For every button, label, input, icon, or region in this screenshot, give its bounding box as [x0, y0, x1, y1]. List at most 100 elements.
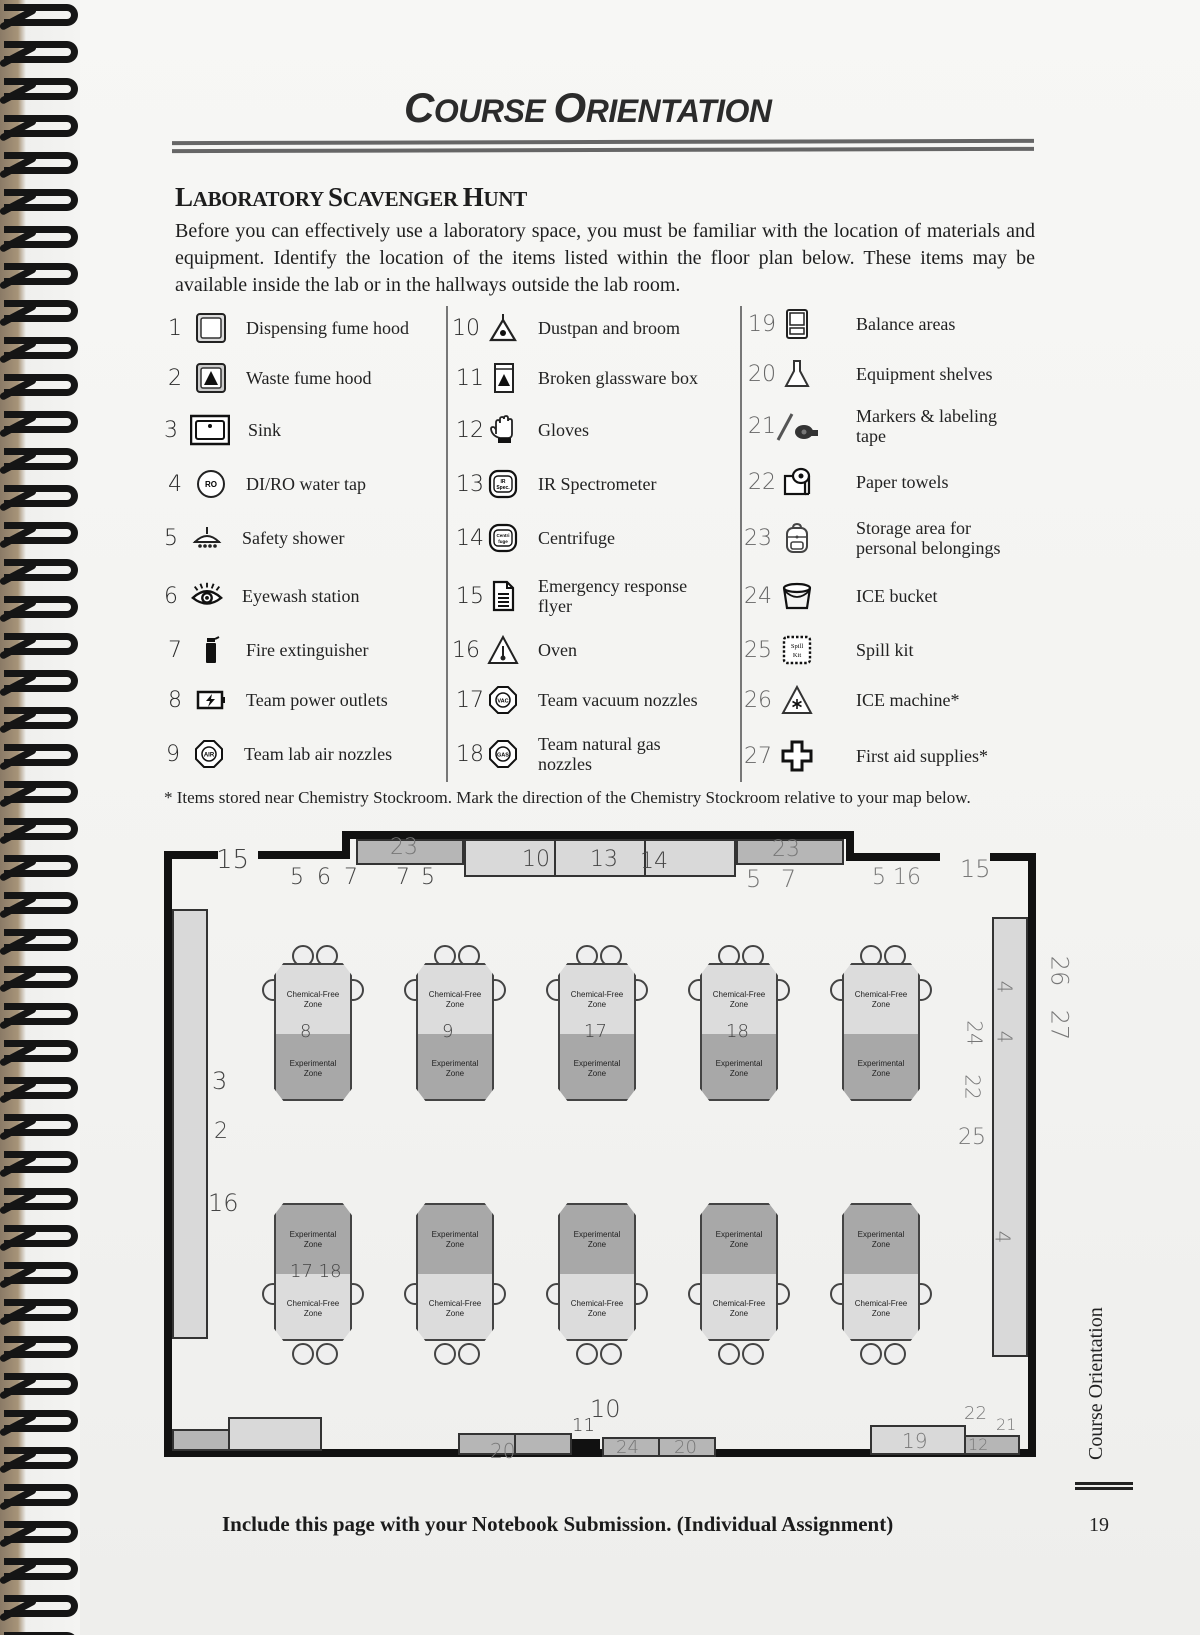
counter-bottom-1 — [172, 1429, 230, 1451]
stool-seat — [292, 1343, 314, 1365]
wall-top-left-a — [164, 851, 218, 859]
spiral-coil — [4, 300, 78, 322]
spiral-coil — [4, 596, 78, 618]
legend-divider-1 — [446, 306, 448, 782]
experimental-zone: Experimental Zone — [844, 1205, 918, 1274]
eye-icon — [190, 579, 224, 613]
legend-divider-2 — [740, 306, 742, 782]
spiral-binding — [0, 0, 80, 1635]
spiral-coil — [4, 892, 78, 914]
item-label: Team lab air nozzles — [244, 744, 393, 764]
svg-text:fuge: fuge — [498, 539, 508, 544]
st-2: S — [328, 182, 343, 212]
experimental-zone-label: Experimental Zone — [857, 1229, 905, 1249]
wall-notch-right — [846, 831, 854, 859]
item-number: 24 — [744, 583, 772, 609]
experimental-zone: Experimental Zone — [276, 1205, 350, 1274]
st-1: ABORATORY — [192, 187, 329, 211]
counter-left — [172, 909, 208, 1339]
st-0: L — [175, 182, 193, 212]
note-25-right: 25 — [958, 1125, 986, 1150]
spiral-coil — [4, 670, 78, 692]
item-label: Emergency response flyer — [538, 576, 688, 616]
item-label: Safety shower — [242, 528, 345, 548]
item-number: 6 — [164, 583, 178, 609]
title-divider — [171, 138, 1035, 154]
chemical-free-zone: Chemical-Free Zone — [560, 965, 634, 1034]
counter-bottom-7 — [870, 1425, 966, 1455]
legend-item-20: 20 Equipment shelves — [748, 352, 1026, 396]
legend-item-4: 4 RO DI/RO water tap — [168, 462, 416, 506]
experimental-zone-label: Experimental Zone — [431, 1229, 479, 1249]
experimental-zone-label: Experimental Zone — [573, 1058, 621, 1078]
item-number: 17 — [456, 687, 484, 713]
flyer-document-icon — [486, 579, 520, 613]
experimental-zone: Experimental Zone — [560, 1205, 634, 1274]
note-bench-18: 18 — [726, 1021, 749, 1042]
item-label: Fire extinguisher — [246, 640, 369, 660]
item-label: ICE bucket — [856, 586, 938, 606]
note-24-bottom: 24 — [616, 1437, 639, 1458]
spiral-coil — [4, 1003, 78, 1025]
item-number: 25 — [744, 637, 772, 663]
legend-item-19: 19 Balance areas — [748, 302, 1026, 346]
note-23-right: 23 — [772, 837, 800, 862]
note-27-outside: 27 — [1045, 1009, 1074, 1041]
spiral-coil — [4, 707, 78, 729]
wall-top-left-b — [258, 851, 348, 859]
spiral-coil — [4, 1521, 78, 1543]
note-bench-17: 17 — [584, 1021, 607, 1042]
legend-item-17: 17 VAC Team vacuum nozzles — [456, 678, 708, 722]
note-10-bottom: 10 — [590, 1395, 621, 1423]
experimental-zone: Experimental Zone — [702, 1034, 776, 1099]
experimental-zone: Experimental Zone — [702, 1205, 776, 1274]
spiral-coil — [4, 781, 78, 803]
st-4: H — [462, 182, 484, 212]
note-14: 14 — [640, 849, 668, 874]
stool-seat — [434, 1343, 456, 1365]
experimental-zone: Experimental Zone — [844, 1034, 918, 1099]
note-57: 5 7 — [746, 865, 803, 893]
flask-icon — [780, 357, 814, 391]
note-4a: 4 — [992, 980, 1017, 994]
dustpan-broom-icon — [486, 311, 520, 345]
counter-bottom-8 — [964, 1435, 1020, 1455]
chemical-free-zone: Chemical-Free Zone — [702, 965, 776, 1034]
title-smallcaps-2: RIENTATION — [585, 93, 772, 129]
item-label: Oven — [538, 640, 577, 660]
item-label: Equipment shelves — [856, 364, 993, 384]
legend-item-26: 26 ICE machine* — [744, 678, 1026, 722]
note-16: 16 — [208, 1189, 239, 1217]
wall-top-center — [342, 831, 852, 839]
chemical-free-zone-label: Chemical-Free Zone — [712, 1298, 766, 1318]
ro-tap-icon: RO — [194, 467, 228, 501]
note-13: 13 — [590, 847, 618, 872]
legend-item-5: 5 Safety shower — [164, 516, 412, 560]
backpack-icon — [780, 521, 814, 555]
item-label: ICE machine* — [856, 690, 960, 710]
item-number: 23 — [744, 525, 772, 551]
item-label: Dustpan and broom — [538, 318, 680, 338]
item-label: DI/RO water tap — [246, 474, 366, 494]
bucket-icon — [780, 579, 814, 613]
item-number: 7 — [168, 637, 182, 663]
item-label: Markers & labeling tape — [856, 406, 997, 446]
legend-item-16: 16 Oven — [452, 628, 708, 672]
legend-item-3: 3 Sink — [164, 408, 418, 452]
spiral-coil — [4, 4, 78, 26]
experimental-zone-label: Experimental Zone — [289, 1058, 337, 1078]
experimental-zone: Experimental Zone — [276, 1034, 350, 1099]
item-number: 16 — [452, 637, 480, 663]
note-15-top-left: 15 — [216, 845, 250, 875]
item-number: 14 — [456, 525, 484, 551]
item-number: 3 — [164, 417, 178, 443]
spiral-coil — [4, 485, 78, 507]
chemical-free-zone-label: Chemical-Free Zone — [854, 989, 908, 1009]
